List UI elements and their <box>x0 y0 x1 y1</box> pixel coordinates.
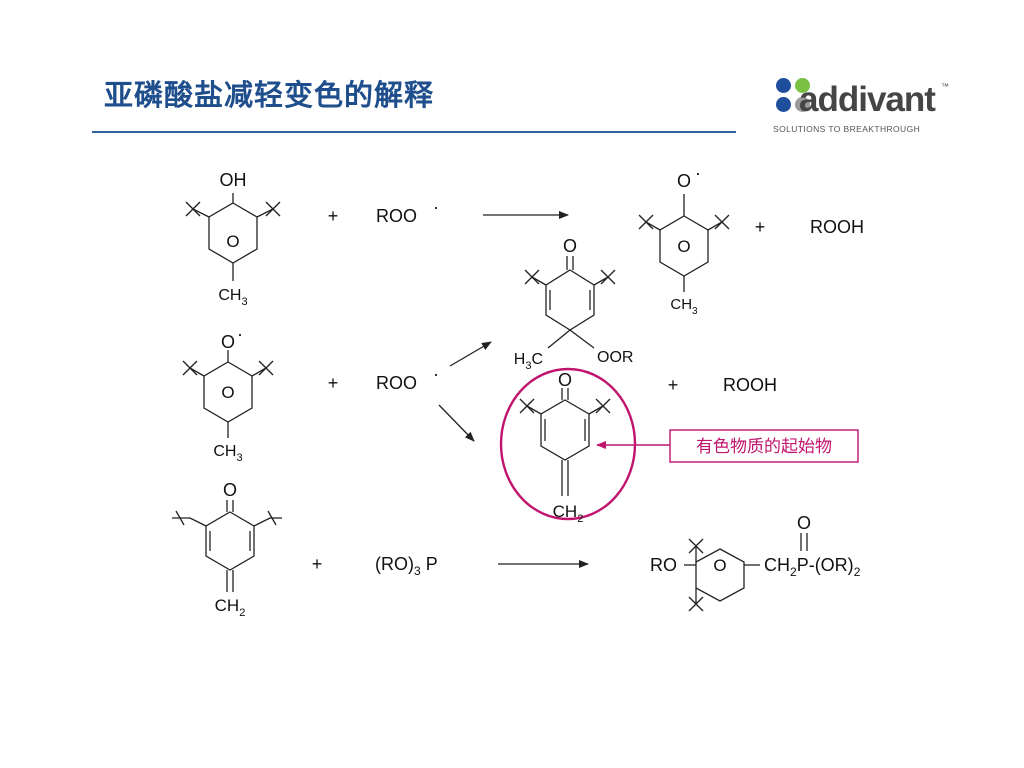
hydroperoxide-label: ROOH <box>723 375 777 395</box>
plus-sign: + <box>312 554 323 574</box>
ring-label: O <box>226 232 239 251</box>
alkoxy-label: RO <box>650 555 677 575</box>
phenoxy-radical-reactant <box>182 350 274 438</box>
ring-label: O <box>713 556 726 575</box>
plus-sign: + <box>755 217 766 237</box>
hydroxyl-label: OH <box>220 170 247 190</box>
reaction-arrow-down <box>438 404 475 442</box>
phenoxy-radical-molecule <box>638 194 730 292</box>
plus-sign: + <box>668 375 679 395</box>
radical-dot: · <box>433 197 439 217</box>
phosphonate-chain-label: CH2P-(OR)2 <box>764 555 861 579</box>
methylene-label: CH2 <box>553 502 584 525</box>
plus-sign: + <box>328 373 339 393</box>
radical-dot: · <box>695 163 701 183</box>
carbonyl-oxygen-label: O <box>563 236 577 256</box>
ring-label: O <box>221 383 234 402</box>
radical-dot: · <box>433 364 439 384</box>
methyl-label: CH3 <box>670 296 698 317</box>
slide-title: 亚磷酸盐减轻变色的解释 <box>104 78 435 112</box>
carbonyl-oxygen-label: O <box>223 480 237 500</box>
peroxy-radical-label: ROO <box>376 206 417 226</box>
logo-dot-icon <box>776 97 791 112</box>
methyl-label: H3C <box>514 351 543 372</box>
logo-dot-icon <box>795 97 810 112</box>
phosphonate-molecule <box>684 533 808 612</box>
phosphite-label: (RO)3 P <box>375 554 438 578</box>
logo-trademark: ™ <box>941 82 949 91</box>
peroxy-cyclohexadienone-molecule <box>524 256 616 349</box>
phenoxy-oxygen-label: O <box>221 332 235 352</box>
logo-dot-icon <box>776 78 791 93</box>
quinone-methide-molecule <box>519 388 611 496</box>
logo-dot-icon <box>795 78 810 93</box>
methyl-label: CH3 <box>218 287 247 308</box>
title-underline <box>92 131 736 133</box>
logo-dots-icon <box>773 76 829 116</box>
peroxide-group-label: OOR <box>597 349 633 366</box>
phenoxy-oxygen-label: O <box>677 171 691 191</box>
reaction-arrow-up <box>449 341 492 367</box>
logo-tagline: SOLUTIONS TO BREAKTHROUGH <box>773 124 921 134</box>
methylene-label: CH2 <box>215 596 246 619</box>
logo-wordmark: addivant <box>799 80 936 119</box>
highlight-circle <box>499 367 637 521</box>
radical-dot: · <box>237 324 243 344</box>
carbonyl-oxygen-label: O <box>558 370 572 390</box>
callout-box <box>669 429 859 463</box>
methyl-label: CH3 <box>213 443 242 464</box>
callout-label: 有色物质的起始物 <box>696 437 832 457</box>
phosphoryl-oxygen-label: O <box>797 513 811 533</box>
phenol-molecule <box>185 193 281 281</box>
ring-label: O <box>677 237 690 256</box>
quinone-methide-reactant <box>172 500 282 592</box>
peroxy-radical-label: ROO <box>376 373 417 393</box>
plus-sign: + <box>328 206 339 226</box>
addivant-logo: addivant ™ SOLUTIONS TO BREAKTHROUGH <box>773 74 963 144</box>
hydroperoxide-label: ROOH <box>810 217 864 237</box>
